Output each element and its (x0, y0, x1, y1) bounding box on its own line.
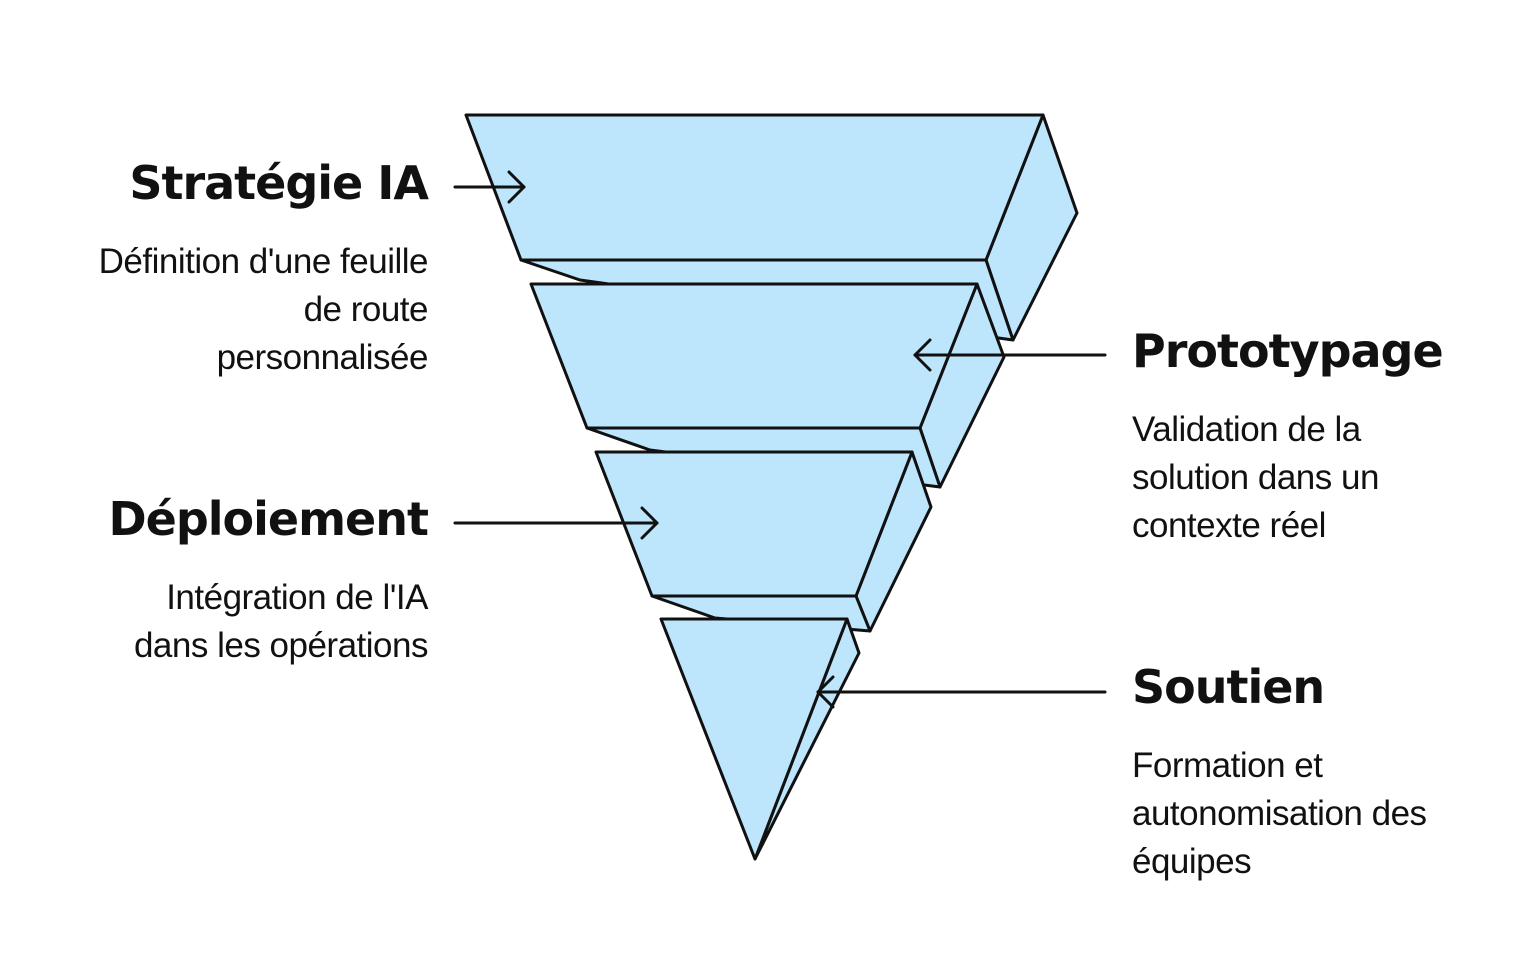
stage-desc-soutien: Formation et autonomisation des équipes (1132, 742, 1427, 886)
connector-strategie (453, 170, 526, 204)
stage-desc-line: autonomisation des (1132, 794, 1427, 833)
arrow-right-icon (507, 170, 526, 204)
stage-desc-line: personnalisée (216, 338, 429, 377)
stage-desc-line: Intégration de l'IA (166, 578, 428, 617)
funnel-layer-strategie-front (464, 113, 1045, 262)
stage-desc-line: équipes (1132, 842, 1252, 881)
funnel-layer-deploiement (594, 450, 933, 633)
stage-title-soutien: Soutien (1132, 660, 1325, 714)
stage-desc-line: de route (303, 290, 429, 329)
stage-desc-deploiement: Intégration de l'IA dans les opérations (133, 574, 429, 670)
stage-title-strategie: Stratégie IA (129, 156, 429, 210)
stage-desc-strategie: Définition d'une feuille de route person… (98, 238, 429, 382)
stage-desc-line: contexte réel (1132, 506, 1326, 545)
funnel-layer-soutien-front (659, 617, 849, 861)
stage-desc-line: dans les opérations (133, 626, 429, 665)
connector-soutien (816, 675, 1107, 709)
stage-title-prototypage: Prototypage (1132, 324, 1444, 378)
funnel-layer-soutien (659, 617, 861, 861)
arrow-left-icon (816, 675, 835, 709)
funnel-layer-deploiement-front (594, 450, 914, 598)
funnel-layer-prototypage-front (529, 282, 979, 430)
stage-desc-line: Définition d'une feuille (98, 242, 429, 281)
arrow-right-icon (640, 506, 659, 540)
stage-title-deploiement: Déploiement (108, 492, 429, 546)
stage-desc-prototypage: Validation de la solution dans un contex… (1132, 406, 1379, 550)
stage-desc-line: Formation et (1132, 746, 1323, 785)
connector-prototypage (913, 338, 1107, 372)
arrow-left-icon (913, 338, 932, 372)
connector-deploiement (453, 506, 659, 540)
stage-desc-line: Validation de la (1132, 410, 1361, 449)
stage-desc-line: solution dans un (1132, 458, 1379, 497)
